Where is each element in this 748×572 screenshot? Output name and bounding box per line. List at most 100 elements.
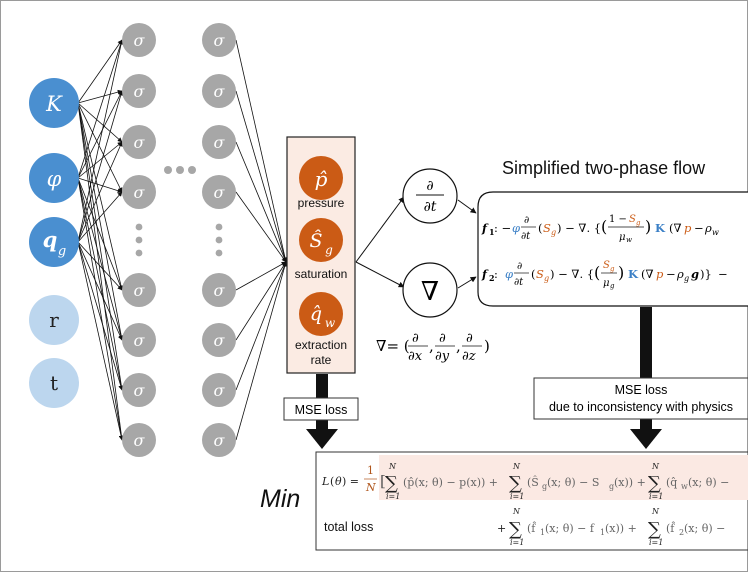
svg-text:w: w bbox=[712, 228, 719, 237]
svg-text:1: 1 bbox=[367, 464, 374, 477]
svg-text:i=1: i=1 bbox=[649, 492, 663, 501]
hidden2-node-4: σ bbox=[202, 175, 236, 209]
svg-text:i=1: i=1 bbox=[386, 492, 400, 501]
svg-text:μ: μ bbox=[619, 232, 626, 243]
svg-text:(x)) +: (x)) + bbox=[614, 476, 646, 489]
total-loss-box: L ( θ ) = 1 N [ N ∑ i=1 (p̂(x; θ) − p(x)… bbox=[315, 451, 748, 551]
svg-text:p: p bbox=[656, 267, 664, 281]
gradient-definition: ∇= ( ∂ ∂x , ∂ ∂y , ∂ ∂z ) bbox=[376, 331, 490, 364]
svg-text:(x; θ) −: (x; θ) − bbox=[688, 476, 729, 489]
equations-box: f 1 : − φ ∂ ∂t ( S g ) − ∇. { ( 1 − S g … bbox=[477, 191, 748, 307]
svg-text:1: 1 bbox=[540, 528, 545, 537]
svg-text:): ) bbox=[618, 263, 624, 282]
svg-text:N: N bbox=[512, 507, 521, 516]
svg-text:∂: ∂ bbox=[517, 261, 522, 272]
svg-text:N: N bbox=[651, 462, 660, 471]
hidden2-node-1: σ bbox=[202, 23, 236, 57]
output-node-saturation: Ŝ g saturation bbox=[295, 218, 347, 281]
svg-text:∂z: ∂z bbox=[462, 349, 476, 364]
input-node-phi: φ bbox=[29, 153, 79, 203]
mse-data-loss: MSE loss bbox=[283, 397, 359, 421]
svg-text:S: S bbox=[543, 221, 551, 235]
hidden1-node-5: σ bbox=[122, 273, 156, 307]
svg-text:w: w bbox=[325, 316, 336, 330]
svg-text:(x; θ) − f: (x; θ) − f bbox=[545, 522, 595, 535]
svg-text:−: − bbox=[718, 267, 728, 281]
svg-text:(∇: (∇ bbox=[669, 221, 682, 235]
svg-text:Ŝ: Ŝ bbox=[309, 229, 322, 252]
svg-text:q̂: q̂ bbox=[310, 303, 322, 325]
svg-text:(p̂(x; θ) − p(x)) +: (p̂(x; θ) − p(x)) + bbox=[403, 476, 498, 489]
svg-text:∂x: ∂x bbox=[408, 349, 423, 364]
hidden2-node-7: σ bbox=[202, 373, 236, 407]
equation-f1: f 1 : − φ ∂ ∂t ( S g ) − ∇. { ( 1 − S g … bbox=[481, 214, 719, 244]
svg-text:S: S bbox=[629, 214, 636, 225]
network-connections bbox=[77, 39, 288, 441]
input-node-r: r bbox=[29, 295, 79, 345]
svg-text:g: g bbox=[636, 219, 641, 227]
extraction-label-line1: extraction bbox=[295, 338, 347, 352]
svg-text:(: ( bbox=[538, 221, 543, 235]
hidden2-node-6: σ bbox=[202, 323, 236, 357]
svg-text:σ: σ bbox=[214, 133, 226, 152]
svg-text:σ: σ bbox=[214, 82, 226, 101]
svg-text:σ: σ bbox=[214, 431, 226, 450]
hidden1-node-6: σ bbox=[122, 323, 156, 357]
svg-text:N: N bbox=[388, 462, 397, 471]
svg-text:∑: ∑ bbox=[509, 519, 522, 540]
svg-text:φ: φ bbox=[47, 167, 62, 191]
svg-text:(f̂: (f̂ bbox=[527, 522, 536, 535]
svg-text:(q̂: (q̂ bbox=[666, 476, 677, 489]
svg-text:2: 2 bbox=[489, 273, 495, 283]
svg-text:(: ( bbox=[531, 267, 536, 281]
output-layer: p̂ pressure Ŝ g saturation q̂ w extracti… bbox=[286, 136, 356, 374]
svg-text:θ: θ bbox=[335, 475, 342, 488]
svg-text:g: g bbox=[542, 482, 547, 491]
svg-text:g: g bbox=[551, 228, 556, 237]
svg-text:S: S bbox=[603, 260, 610, 271]
svg-text:∇: ∇ bbox=[421, 277, 439, 307]
svg-text:t: t bbox=[50, 371, 58, 395]
svg-text:[: [ bbox=[380, 472, 386, 490]
svg-text:μ: μ bbox=[603, 278, 610, 289]
svg-text:g: g bbox=[684, 274, 689, 283]
svg-text:1: 1 bbox=[600, 528, 605, 537]
svg-text:i=1: i=1 bbox=[510, 538, 524, 547]
extraction-label-line2: rate bbox=[311, 353, 332, 367]
svg-text:+: + bbox=[497, 522, 506, 535]
svg-text:): ) bbox=[484, 337, 490, 355]
loss-connectors bbox=[306, 307, 662, 449]
svg-text:g: g bbox=[610, 265, 615, 273]
svg-text:MSE loss: MSE loss bbox=[615, 383, 668, 397]
hidden1-node-4: σ bbox=[122, 175, 156, 209]
svg-text:g: g bbox=[610, 282, 615, 290]
svg-text:g: g bbox=[544, 274, 549, 283]
svg-text:ρ: ρ bbox=[676, 267, 684, 281]
svg-text:K: K bbox=[628, 267, 639, 281]
svg-text:p̂: p̂ bbox=[315, 167, 328, 191]
svg-text:(x; θ) −: (x; θ) − bbox=[684, 522, 725, 535]
svg-text:∂: ∂ bbox=[466, 331, 473, 346]
svg-text:w: w bbox=[626, 236, 632, 244]
svg-text:∇= (: ∇= ( bbox=[376, 337, 410, 355]
svg-text:σ: σ bbox=[134, 331, 146, 350]
svg-text:S: S bbox=[536, 267, 544, 281]
svg-text:,: , bbox=[456, 337, 461, 355]
svg-text:N: N bbox=[651, 507, 660, 516]
svg-text:)}: )} bbox=[700, 267, 712, 281]
svg-text::: : bbox=[494, 267, 498, 281]
ellipsis-dots bbox=[135, 166, 223, 257]
hidden2-node-3: σ bbox=[202, 125, 236, 159]
equation-f2: f 2 : φ ∂ ∂t ( S g ) − ∇. { ( S g μ g ) … bbox=[481, 260, 728, 290]
svg-text:f: f bbox=[481, 221, 489, 235]
hidden1-node-2: σ bbox=[122, 74, 156, 108]
svg-text:σ: σ bbox=[214, 183, 226, 202]
svg-text:(x)) +: (x)) + bbox=[605, 522, 637, 535]
svg-text:f: f bbox=[481, 267, 489, 281]
svg-text:−: − bbox=[666, 267, 676, 281]
loss-physics-term: + N ∑ i=1 (f̂ 1 (x; θ) − f 1 (x)) + N ∑ … bbox=[497, 507, 725, 547]
svg-text:−: − bbox=[694, 221, 704, 235]
svg-text:due to inconsistency with phys: due to inconsistency with physics bbox=[549, 400, 733, 414]
hidden1-node-3: σ bbox=[122, 125, 156, 159]
